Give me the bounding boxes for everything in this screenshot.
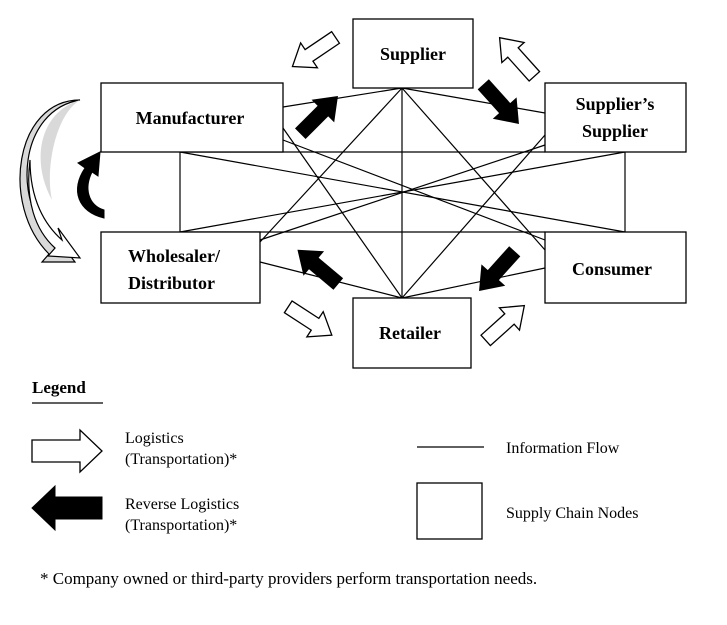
info-line [282, 87, 403, 108]
legend: Legend Logistics (Transportation)* Rever… [31, 378, 638, 540]
loop-logistics-arrow-icon [19, 99, 81, 263]
node-suppliers-supplier-label-2: Supplier [582, 121, 648, 141]
node-supplier-label: Supplier [380, 44, 446, 64]
info-line [401, 134, 546, 299]
node-retailer-label: Retailer [379, 323, 441, 343]
legend-node-box-icon [416, 482, 483, 540]
node-consumer-label: Consumer [572, 259, 652, 279]
node-consumer-box [544, 231, 687, 304]
node-suppliers-supplier-box [544, 82, 687, 153]
info-line [401, 87, 546, 114]
info-line [259, 144, 546, 241]
info-line [282, 139, 546, 241]
info-line [401, 267, 546, 299]
reverse-arrow-icon [289, 85, 349, 145]
node-manufacturer-label: Manufacturer [136, 108, 245, 128]
legend-reverse-label-2: (Transportation)* [125, 517, 237, 534]
loop-logistics-arrow-head-icon [28, 159, 82, 259]
logistics-arrow-icon [283, 24, 345, 80]
node-retailer-box [352, 297, 472, 369]
logistics-arrow-icon [474, 293, 536, 353]
logistics-arrow-icon [487, 26, 547, 88]
legend-information-flow-label: Information Flow [506, 440, 620, 457]
loop-arrows [19, 99, 105, 263]
reverse-arrow-icon [287, 238, 349, 296]
legend-supply-chain-nodes-label: Supply Chain Nodes [506, 505, 638, 522]
node-wholesaler-box [100, 231, 261, 304]
logistics-arrow-icon [279, 293, 341, 349]
node-supplier-box [352, 18, 474, 89]
node-labels: Supplier Manufacturer Supplier’s Supplie… [128, 44, 654, 343]
legend-logistics-label-2: (Transportation)* [125, 451, 237, 468]
legend-reverse-label-1: Reverse Logistics [125, 496, 239, 513]
supply-chain-nodes [100, 18, 687, 369]
legend-logistics-arrow-icon [31, 428, 103, 474]
footnote: * Company owned or third-party providers… [40, 569, 537, 588]
loop-reverse-arrow-icon [76, 151, 105, 219]
node-wholesaler-label-1: Wholesaler/ [128, 246, 221, 266]
node-wholesaler-label-2: Distributor [128, 273, 215, 293]
node-suppliers-supplier-label-1: Supplier’s [576, 94, 655, 114]
legend-reverse-arrow-icon [31, 484, 103, 532]
reverse-arrow-icon [467, 241, 527, 301]
reverse-arrow-icon [471, 74, 531, 134]
legend-logistics-label-1: Logistics [125, 430, 184, 447]
info-line [259, 87, 403, 243]
node-manufacturer-box [100, 82, 284, 153]
legend-title: Legend [32, 378, 86, 397]
